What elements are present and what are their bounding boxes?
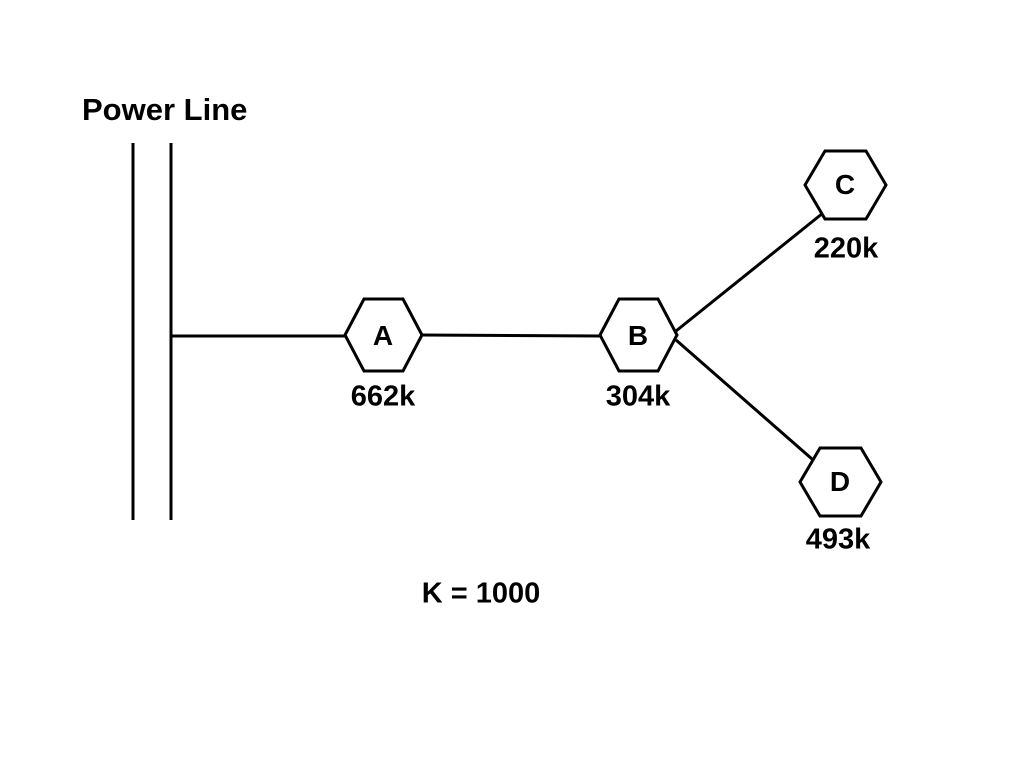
node-c-value: 220k bbox=[813, 232, 879, 265]
edge-b-c bbox=[675, 211, 824, 333]
node-d-label: D bbox=[829, 466, 851, 497]
node-d-value: 493k bbox=[805, 523, 871, 556]
edge-a-b bbox=[420, 333, 601, 338]
node-b-label: B bbox=[627, 320, 649, 351]
legend-k-equals-1000: K = 1000 bbox=[421, 577, 541, 610]
node-b-value: 304k bbox=[605, 380, 671, 413]
node-c-hexagon bbox=[803, 149, 888, 221]
node-a-label: A bbox=[372, 320, 394, 351]
node-b-hexagon bbox=[598, 297, 679, 373]
power-line-title: Power Line bbox=[82, 92, 248, 127]
edge-b-d bbox=[675, 338, 813, 461]
node-c-label: C bbox=[834, 169, 856, 200]
node-d-hexagon bbox=[798, 446, 883, 518]
node-a-hexagon bbox=[343, 297, 424, 373]
node-a-value: 662k bbox=[350, 380, 416, 413]
